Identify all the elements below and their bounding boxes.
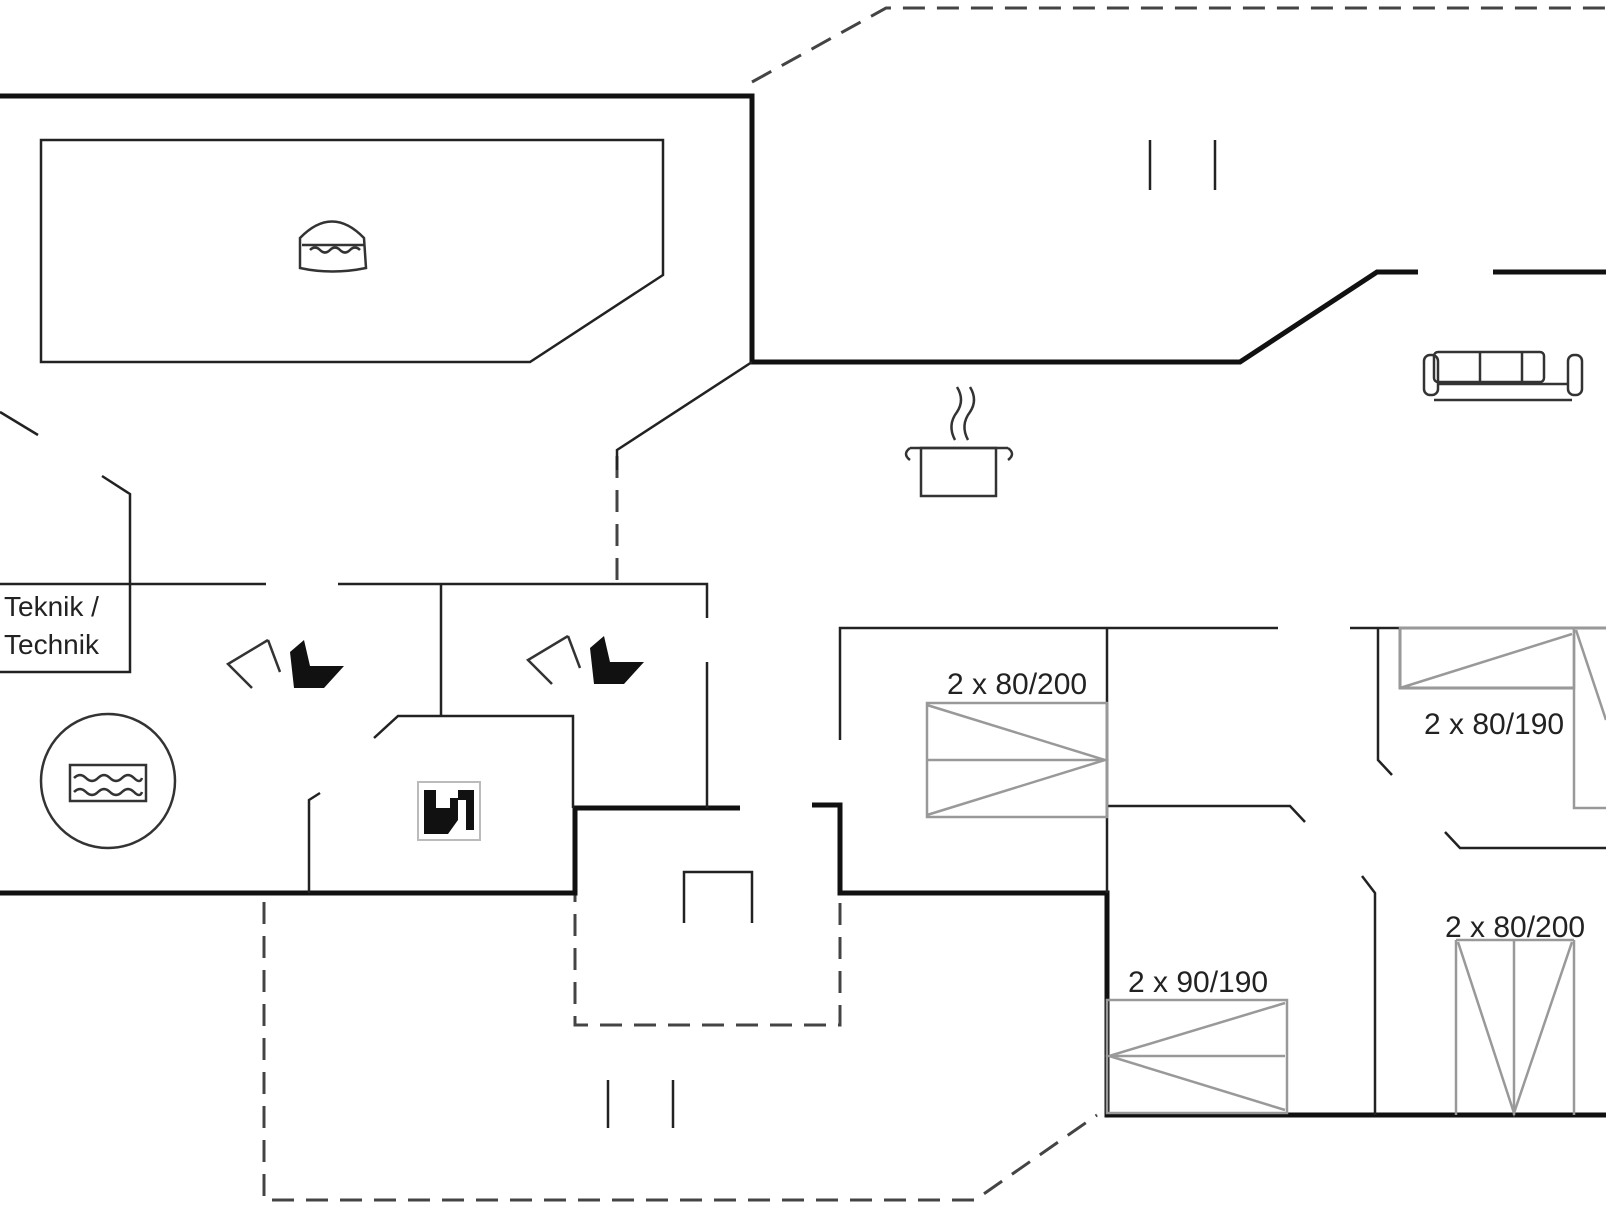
sofa-icon [1422,350,1584,402]
bed-4-size-label: 2 x 80/200 [1445,911,1585,944]
bed-2 [1398,626,1606,810]
interior-walls [0,140,1606,1128]
pool [39,138,665,364]
bed-2-size-label: 2 x 80/190 [1424,708,1564,741]
bed-1-size-label: 2 x 80/200 [947,668,1087,701]
exterior-walls [0,93,1606,1118]
technik-label-line1: Teknik / [4,591,99,622]
bed-4 [1454,938,1576,1117]
spa-bath-icon [39,712,177,850]
bed-3 [1104,998,1289,1115]
technik-label-line2: Technik [4,629,100,660]
cooking-pot-icon [904,386,1014,498]
sauna-icon [417,781,481,841]
shower-icon [225,638,344,689]
hot-tub-icon [298,220,368,273]
bed-1 [925,701,1110,819]
bed-3-size-label: 2 x 90/190 [1128,966,1268,999]
terrace-outlines [262,6,1606,1202]
shower-icon [525,634,644,685]
